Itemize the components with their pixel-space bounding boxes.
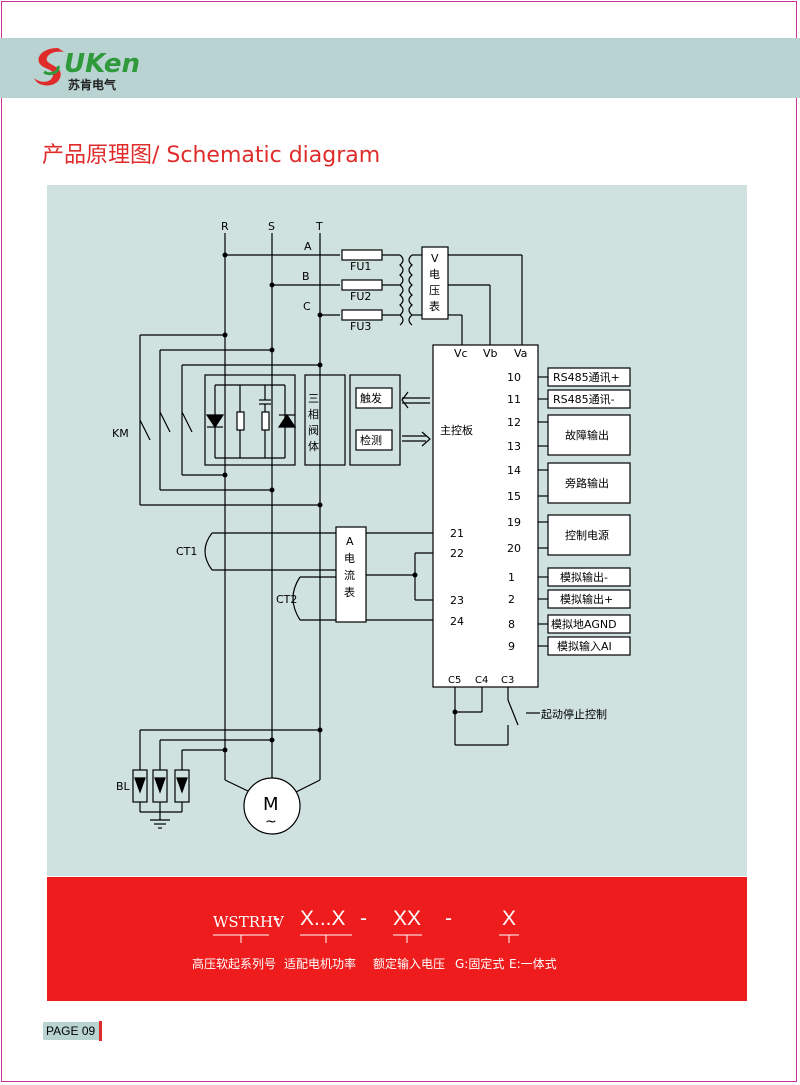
io-analog-in: 模拟输入AI	[557, 639, 612, 653]
trigger-label: 触发	[360, 391, 382, 405]
page-label: PAGE	[46, 1024, 79, 1038]
label-fixed: G:固定式	[455, 957, 505, 971]
io-rs485-plus: RS485通讯+	[553, 371, 620, 384]
ammeter-c3: 表	[344, 585, 355, 599]
terminal-13: 13	[507, 440, 521, 453]
model-seg-3: X	[502, 907, 517, 930]
model-seg-1: X...X	[300, 907, 346, 930]
terminal-9: 9	[508, 640, 515, 653]
ammeter-c2: 流	[344, 568, 355, 582]
terminal-15: 15	[507, 490, 521, 503]
terminal-vb: Vb	[483, 347, 498, 360]
page-number-value: 09	[81, 1024, 96, 1038]
tap-c-label: C	[303, 300, 311, 313]
model-code-leaders	[213, 934, 519, 943]
voltmeter-c2: 压	[429, 284, 440, 297]
label-series: 高压软起系列号	[192, 957, 277, 971]
terminal-vc: Vc	[454, 347, 468, 360]
detect-label: 检测	[360, 433, 382, 447]
terminal-c4: C4	[475, 675, 488, 686]
arrester-label: BL	[116, 780, 131, 793]
logo-chinese: 苏肯电气	[68, 77, 116, 92]
km-label: KM	[112, 427, 129, 440]
io-control-power: 控制电源	[565, 528, 609, 542]
terminal-va: Va	[514, 347, 527, 360]
model-seg-2: XX	[393, 907, 422, 930]
io-fault-output: 故障输出	[565, 428, 609, 442]
header-band	[0, 38, 800, 98]
page-number: PAGE 09	[43, 1022, 99, 1040]
phase-r-label: R	[221, 220, 229, 233]
io-analog-agnd: 模拟地AGND	[551, 617, 617, 631]
io-bypass-output: 旁路输出	[565, 476, 609, 490]
terminal-20: 20	[507, 542, 521, 555]
logo-word: UKen	[64, 49, 140, 79]
model-dash-1: -	[273, 907, 280, 930]
voltmeter-c1: 电	[429, 268, 440, 281]
label-integrated: E:一体式	[509, 957, 557, 971]
terminal-1: 1	[508, 571, 515, 584]
io-rs485-minus: RS485通讯-	[553, 393, 615, 406]
page-title: 产品原理图/ Schematic diagram	[42, 137, 380, 169]
tap-b-label: B	[302, 270, 310, 283]
terminal-2: 2	[508, 593, 515, 606]
model-dash-2: -	[360, 907, 367, 930]
terminal-24: 24	[450, 615, 464, 628]
start-stop-label: 起动停止控制	[541, 707, 607, 721]
ammeter-a: A	[346, 535, 354, 548]
voltmeter-v: V	[431, 252, 439, 265]
terminal-22: 22	[450, 547, 464, 560]
terminal-11: 11	[507, 393, 521, 406]
io-analog-out-minus: 模拟输出-	[560, 570, 608, 584]
ct1-label: CT1	[176, 545, 197, 558]
thyristor-c1: 三	[308, 392, 319, 405]
label-power: 适配电机功率	[284, 957, 357, 971]
ct2-label: CT2	[276, 593, 297, 606]
page-footer-accent	[99, 1021, 102, 1041]
motor-tilde: ~	[265, 814, 277, 830]
model-code-panel: WSTRHV - X...X - XX - X 高压软起系列号 适配电机功率 额…	[47, 877, 747, 1001]
title-english: / Schematic diagram	[152, 143, 381, 168]
ammeter-c1: 电	[344, 552, 355, 565]
phase-t-label: T	[315, 220, 323, 233]
thyristor-c3: 阀	[308, 423, 319, 437]
fu2-label: FU2	[350, 290, 371, 303]
terminal-10: 10	[507, 371, 521, 384]
motor-label: M	[263, 794, 279, 815]
voltmeter-c3: 表	[429, 299, 440, 313]
phase-s-label: S	[268, 220, 275, 233]
terminal-21: 21	[450, 527, 464, 540]
model-dash-3: -	[445, 907, 452, 930]
terminal-c5: C5	[448, 675, 461, 686]
terminal-12: 12	[507, 416, 521, 429]
terminal-19: 19	[507, 516, 521, 529]
terminal-14: 14	[507, 464, 521, 477]
model-code: WSTRHV - X...X - XX - X	[47, 907, 747, 937]
fu3-label: FU3	[350, 320, 371, 333]
fu1-label: FU1	[350, 260, 371, 273]
main-board-label: 主控板	[440, 423, 473, 437]
terminal-c3: C3	[501, 675, 514, 686]
suken-logo: UKen 苏肯电气	[34, 48, 140, 92]
terminal-23: 23	[450, 594, 464, 607]
title-chinese: 产品原理图	[42, 143, 153, 168]
io-analog-out-plus: 模拟输出+	[560, 592, 613, 606]
thyristor-c4: 体	[308, 439, 319, 453]
model-prefix: WSTRHV	[213, 913, 284, 931]
thyristor-c2: 相	[308, 408, 319, 421]
label-voltage: 额定输入电压	[373, 957, 446, 971]
terminal-8: 8	[508, 618, 515, 631]
tap-a-label: A	[304, 240, 312, 253]
